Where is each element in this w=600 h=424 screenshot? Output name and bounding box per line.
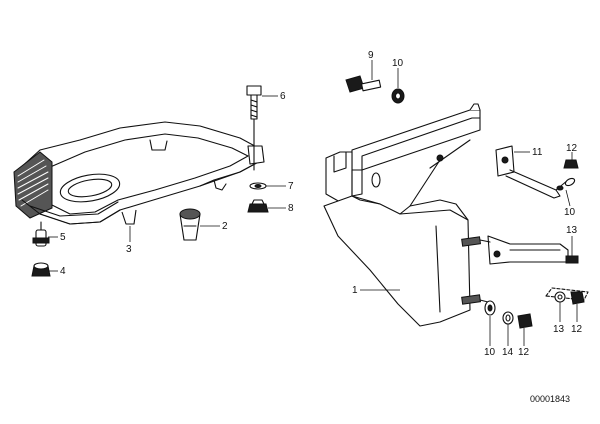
washer-10-right	[556, 177, 576, 191]
leader-lines	[48, 60, 578, 346]
air-intake-duct	[13, 121, 265, 225]
label-13-lower: 13	[553, 324, 565, 335]
washer-7	[249, 182, 267, 190]
bolt-6	[246, 85, 262, 171]
label-10-top: 10	[392, 58, 404, 69]
nut-12-bottom	[517, 313, 533, 329]
part-labels: 5 4 3 2 6 7 8 1 9 10 11 12 10 13 10 14 1…	[60, 50, 583, 404]
grommet-stud	[32, 221, 50, 247]
label-5: 5	[60, 232, 66, 243]
label-3: 3	[126, 244, 132, 255]
label-1: 1	[352, 285, 358, 296]
label-2: 2	[222, 221, 228, 232]
nut-8	[247, 199, 269, 213]
bracket-13	[487, 235, 579, 265]
rubber-mount	[31, 262, 51, 277]
label-4: 4	[60, 266, 66, 277]
label-14: 14	[502, 347, 514, 358]
nut-12-top	[563, 159, 579, 169]
mounting-bracket	[323, 103, 481, 327]
reference-number: 00001843	[530, 394, 570, 404]
spring-washer-14	[502, 311, 514, 325]
label-7: 7	[288, 181, 294, 192]
label-11: 11	[532, 147, 543, 158]
nut-12-right	[570, 291, 585, 305]
label-10-bottom: 10	[484, 347, 496, 358]
stud-upper	[461, 236, 491, 247]
cap-bump-stop	[179, 208, 201, 241]
washer-10-top	[391, 88, 405, 104]
label-10-right: 10	[564, 207, 576, 218]
stud-lower	[461, 294, 489, 305]
label-12-top: 12	[566, 143, 578, 154]
label-12-right: 12	[571, 324, 583, 335]
label-9: 9	[368, 50, 374, 61]
label-6: 6	[280, 91, 286, 102]
label-13-upper: 13	[566, 225, 578, 236]
hex-bolt-9	[345, 75, 382, 93]
label-12-bottom: 12	[518, 347, 530, 358]
washer-10-bottom	[484, 300, 496, 316]
label-8: 8	[288, 203, 294, 214]
